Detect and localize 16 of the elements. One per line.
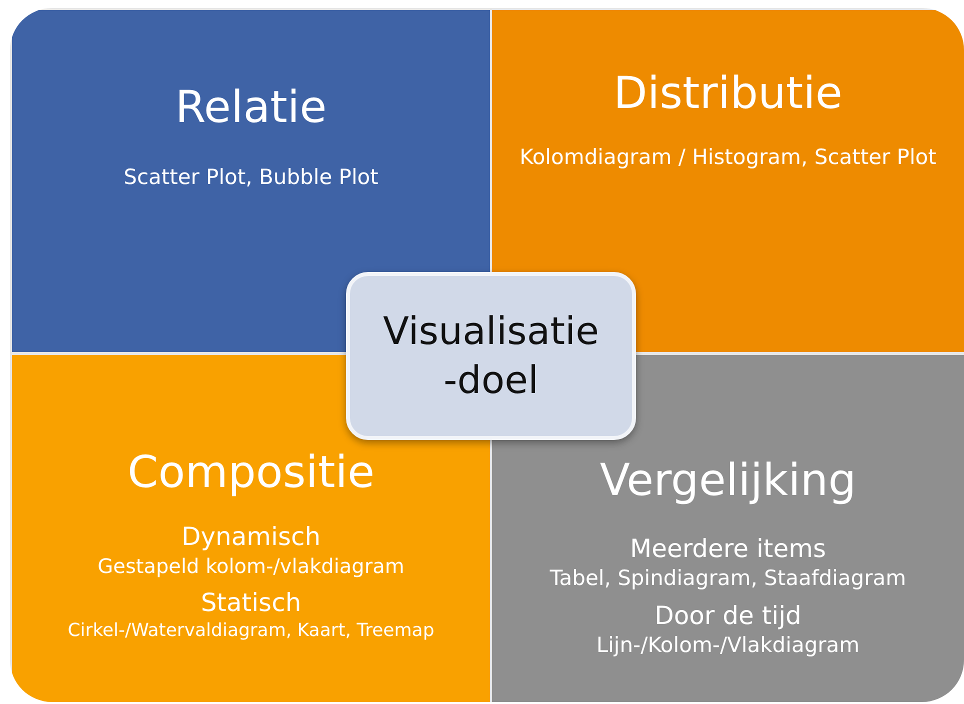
chart-types-text: Scatter Plot, Bubble Plot: [124, 164, 378, 190]
quadrant-title: Distributie: [614, 68, 842, 121]
quadrant-title: Compositie: [127, 447, 375, 500]
quadrant-title: Relatie: [175, 82, 327, 135]
subheading: Meerdere items: [630, 534, 826, 564]
center-box: [346, 272, 636, 440]
chart-types-text: Lijn-/Kolom-/Vlakdiagram: [596, 632, 860, 658]
chart-types-text: Tabel, Spindiagram, Staafdiagram: [550, 566, 906, 591]
subheading: Dynamisch: [181, 522, 321, 552]
subheading: Door de tijd: [654, 600, 802, 631]
chart-types-text: Gestapeld kolom-/vlakdiagram: [98, 554, 404, 578]
chart-types-text: Cirkel-/Watervaldiagram, Kaart, Treemap: [68, 620, 434, 642]
subheading: Statisch: [200, 588, 302, 618]
chart-types-text: Kolomdiagram / Histogram, Scatter Plot: [520, 144, 936, 170]
quadrant-title: Vergelijking: [600, 455, 856, 508]
center-label: Visualisatie -doel: [382, 308, 600, 404]
